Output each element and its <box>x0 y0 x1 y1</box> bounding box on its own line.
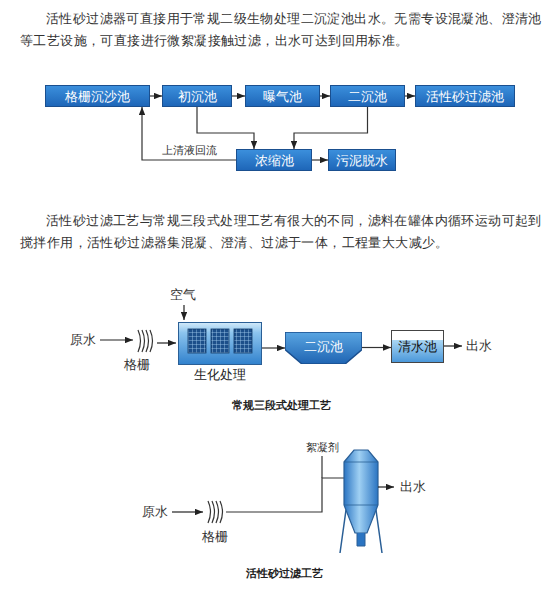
node-label: 污泥脱水 <box>336 153 388 168</box>
process-box: 初沉池 <box>162 85 232 107</box>
flow-arrow <box>294 107 368 149</box>
node-label: 格栅沉沙池 <box>65 89 130 104</box>
process-box: 活性砂过滤池 <box>415 85 515 107</box>
feed-pipe <box>226 478 344 512</box>
flow-arrow <box>150 95 162 96</box>
process-box: 污泥脱水 <box>328 149 396 171</box>
flow-arrow <box>197 107 254 149</box>
node-label: 生化处理 <box>194 367 246 382</box>
inflow-arrow <box>172 511 203 512</box>
clear-water-tank: 清水池 <box>391 330 444 363</box>
outlet-label: 出水 <box>466 338 492 354</box>
process-box: 浓缩池 <box>236 149 312 171</box>
node-label: 活性砂过滤池 <box>426 89 504 104</box>
dosing-pipe <box>321 456 322 478</box>
node-label: 初沉池 <box>178 89 217 104</box>
flow-arrow <box>262 347 285 348</box>
process-box: 二沉池 <box>330 85 405 107</box>
body-paragraph: 活性砂过滤工艺与常规三段式处理工艺有很大的不同，滤料在罐体内循环运动可起到搅拌作… <box>20 210 545 254</box>
clarifier-tank: 二沉池 <box>285 332 362 364</box>
outlet-label: 出水 <box>400 479 426 495</box>
outflow-arrow <box>443 345 462 346</box>
raw-water-label: 原水 <box>142 504 168 520</box>
intro-paragraph: 活性砂过滤器可直接用于常规二级生物处理二沉淀池出水。无需专设混凝池、澄清池等工艺… <box>20 8 545 52</box>
screen-label: 格栅 <box>124 357 150 373</box>
screen-symbol <box>208 501 223 523</box>
node-label: 清水池 <box>398 339 437 354</box>
aeration-tank <box>178 322 262 365</box>
sand-filter-tank <box>340 450 382 553</box>
node-label: 曝气池 <box>263 89 302 104</box>
screen-symbol <box>138 330 153 352</box>
outflow-arrow <box>378 486 394 487</box>
flow-arrow <box>142 107 236 160</box>
raw-water-label: 原水 <box>70 332 96 348</box>
flow-arrow <box>232 95 245 96</box>
flow-arrow <box>312 159 328 160</box>
node-label: 浓缩池 <box>255 153 294 168</box>
flow-arrow <box>405 95 415 96</box>
flow-arrow <box>157 342 176 343</box>
figure-caption: 活性砂过滤工艺 <box>246 566 323 582</box>
air-label: 空气 <box>170 287 196 303</box>
aeration-tank: 生化处理 <box>178 322 262 365</box>
node-label: 二沉池 <box>348 89 387 104</box>
node-label: 二沉池 <box>304 339 343 354</box>
process-box: 曝气池 <box>245 85 320 107</box>
flow-arrow <box>320 95 330 96</box>
edge-label: 上清液回流 <box>160 144 219 157</box>
air-arrow <box>183 305 184 320</box>
flow-arrow <box>362 347 391 348</box>
inflow-arrow <box>100 339 133 340</box>
figure-caption: 常规三段式处理工艺 <box>232 398 331 414</box>
screen-label: 格栅 <box>202 529 228 545</box>
clarifier-outline-path <box>285 332 362 364</box>
process-box: 格栅沉沙池 <box>45 85 150 107</box>
coagulant-label: 絮凝剂 <box>306 440 339 456</box>
